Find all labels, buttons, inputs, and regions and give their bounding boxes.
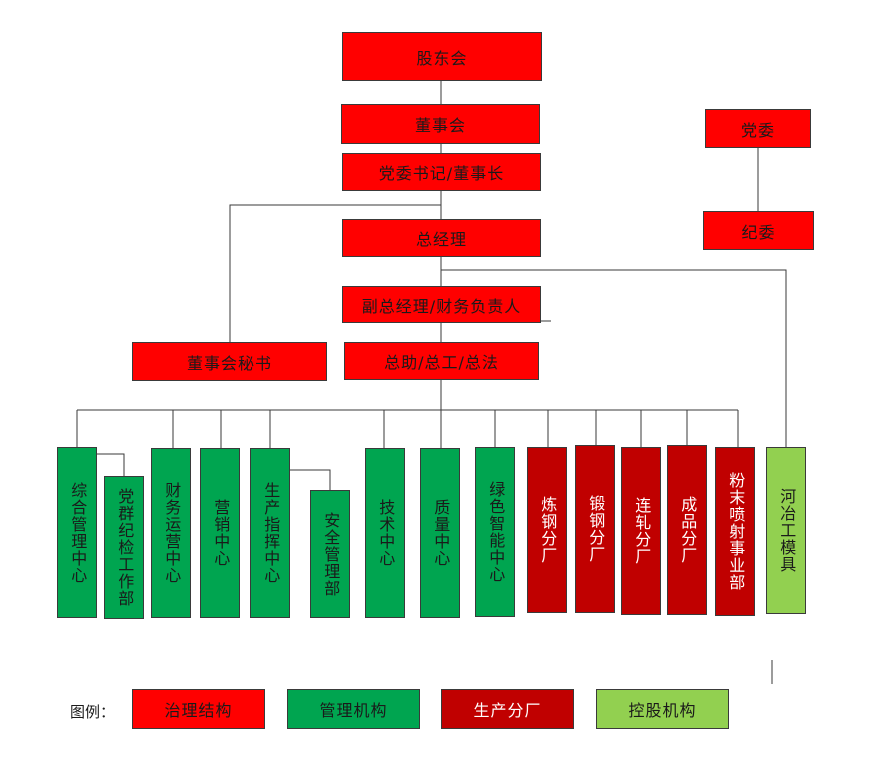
legend-governance: 治理结构 xyxy=(132,689,265,729)
board-box: 董事会 xyxy=(341,104,540,144)
legend-holding-label: 控股机构 xyxy=(628,701,697,720)
safety-mgmt-box: 安全管理部 xyxy=(310,490,350,618)
heye-mold-label: 河冶工模具 xyxy=(777,488,797,573)
rolling-box: 连轧分厂 xyxy=(621,447,661,615)
rolling-label: 连轧分厂 xyxy=(632,497,652,565)
party-committee-label: 党委 xyxy=(740,120,775,140)
legend-title: 图例： xyxy=(70,703,116,721)
general-manager-label: 总经理 xyxy=(415,230,467,249)
deputy-gm-label: 副总经理/财务负责人 xyxy=(361,296,522,316)
finished-products-box: 成品分厂 xyxy=(667,445,707,615)
party-discipline-dept-label: 党群纪检工作部 xyxy=(115,488,135,607)
steelmaking-label: 炼钢分厂 xyxy=(538,496,558,564)
legend-management: 管理机构 xyxy=(287,689,420,729)
green-intelligent-box: 绿色智能中心 xyxy=(475,447,515,617)
party-discipline-dept-box: 党群纪检工作部 xyxy=(104,476,144,619)
heye-mold-box: 河冶工模具 xyxy=(766,447,806,614)
legend-holding: 控股机构 xyxy=(596,689,729,729)
finance-ops-box: 财务运营中心 xyxy=(151,448,191,618)
powder-spray-label: 粉末喷射事业部 xyxy=(726,472,746,591)
forging-label: 锻钢分厂 xyxy=(586,495,606,563)
technology-label: 技术中心 xyxy=(376,499,396,567)
powder-spray-box: 粉末喷射事业部 xyxy=(715,447,755,616)
marketing-label: 营销中心 xyxy=(211,499,231,567)
integrated-mgmt-box: 综合管理中心 xyxy=(57,447,97,618)
connector xyxy=(229,204,441,342)
secretary-chairman-box: 党委书记/董事长 xyxy=(342,153,541,191)
board-secretary-label: 董事会秘书 xyxy=(186,353,272,373)
connector xyxy=(97,453,125,476)
legend-production: 生产分厂 xyxy=(441,689,574,729)
assistants-box: 总助/总工/总法 xyxy=(344,342,539,380)
shareholders-label: 股东会 xyxy=(416,48,468,68)
deputy-gm-box: 副总经理/财务负责人 xyxy=(342,286,541,323)
assistants-label: 总助/总工/总法 xyxy=(384,353,499,372)
production-command-box: 生产指挥中心 xyxy=(250,448,290,618)
technology-box: 技术中心 xyxy=(365,448,405,618)
board-secretary-box: 董事会秘书 xyxy=(132,342,327,381)
legend-governance-label: 治理结构 xyxy=(164,701,233,720)
forging-box: 锻钢分厂 xyxy=(575,445,615,613)
production-command-label: 生产指挥中心 xyxy=(261,482,281,584)
safety-mgmt-label: 安全管理部 xyxy=(321,511,341,597)
integrated-mgmt-label: 综合管理中心 xyxy=(68,481,88,584)
shareholders-box: 股东会 xyxy=(342,32,542,81)
connector xyxy=(290,469,331,490)
board-label: 董事会 xyxy=(414,116,466,135)
party-committee-box: 党委 xyxy=(705,109,811,148)
finished-products-label: 成品分厂 xyxy=(678,496,698,564)
green-intelligent-label: 绿色智能中心 xyxy=(486,481,506,583)
marketing-box: 营销中心 xyxy=(200,448,240,618)
legend-management-label: 管理机构 xyxy=(319,701,388,720)
quality-box: 质量中心 xyxy=(420,448,460,618)
secretary-chairman-label: 党委书记/董事长 xyxy=(378,164,505,183)
connector xyxy=(441,269,787,447)
discipline-committee-label: 纪委 xyxy=(741,222,776,242)
finance-ops-label: 财务运营中心 xyxy=(162,482,182,584)
quality-label: 质量中心 xyxy=(431,499,451,567)
steelmaking-box: 炼钢分厂 xyxy=(527,447,567,613)
discipline-committee-box: 纪委 xyxy=(703,211,814,250)
general-manager-box: 总经理 xyxy=(342,219,541,257)
legend-production-label: 生产分厂 xyxy=(473,701,542,720)
